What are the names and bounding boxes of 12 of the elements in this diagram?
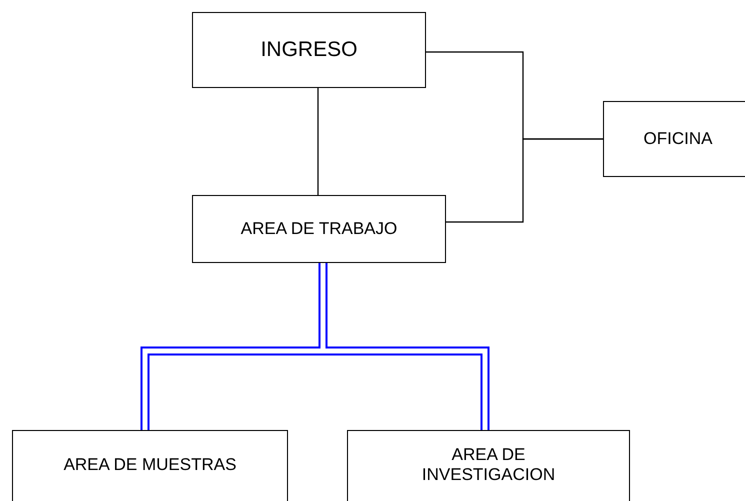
process-box [347,430,630,501]
node-label: AREA DE INVESTIGACION [420,444,556,486]
process-box [12,430,288,501]
connector-line [317,88,319,195]
node-label: AREA DE MUESTRAS [64,454,236,476]
process-box [192,195,446,263]
process-box [192,12,426,88]
node-label: AREA DE TRABAJO [240,218,398,240]
node-label: OFICINA [644,128,712,150]
process-box [603,101,745,177]
connector-line [446,138,603,223]
node-label: INGRESO [260,37,358,63]
